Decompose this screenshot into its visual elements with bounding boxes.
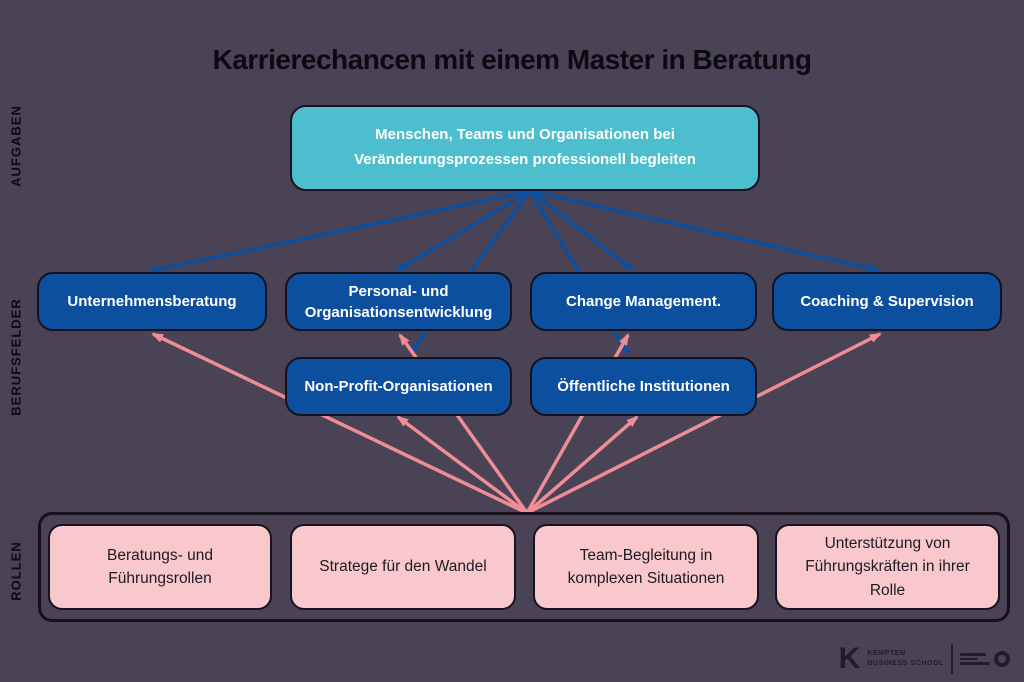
kempten-logo-text: KEMPTEN BUSINESS SCHOOL (867, 650, 944, 667)
pink-arrow (526, 332, 882, 515)
pink-arrow (151, 332, 528, 515)
partner-logo-textlines (960, 653, 990, 665)
role-box-label: Beratungs- und Führungsrollen (107, 546, 213, 587)
field-box-label: Öffentliche Institutionen (557, 378, 730, 395)
roles-frame (38, 512, 1010, 622)
role-box-label: Unterstützung von Führungskräften in ihr… (805, 535, 970, 599)
role-box-beratungs-fuehrungsrollen: Beratungs- und Führungsrollen (48, 524, 272, 610)
pink-arrow (525, 415, 639, 515)
field-box-oeffentliche-institutionen: Öffentliche Institutionen (530, 357, 757, 416)
logo-line2: BUSINESS SCHOOL (867, 659, 944, 667)
role-box-label: Team-Begleitung in komplexen Situationen (567, 546, 725, 587)
kempten-k-logo-icon: K (838, 642, 861, 675)
blue-arrow (396, 189, 531, 272)
field-box-non-profit-organisationen: Non-Profit-Organisationen (285, 357, 512, 416)
footer-logo: K KEMPTEN BUSINESS SCHOOL (839, 644, 1010, 674)
task-box-label: Menschen, Teams und Organisationen bei V… (354, 126, 696, 168)
logo-divider (951, 644, 953, 674)
field-box-personal-organisationsentwicklung: Personal- und Organisationsentwicklung (285, 272, 512, 331)
field-box-label: Coaching & Supervision (800, 293, 974, 310)
field-box-unternehmensberatung: Unternehmensberatung (37, 272, 267, 331)
page-title: Karrierechancen mit einem Master in Bera… (212, 44, 812, 75)
field-box-label: Change Management. (565, 293, 722, 310)
field-box-label: Unternehmensberatung (67, 293, 237, 310)
field-box-label: Non-Profit-Organisationen (304, 378, 493, 395)
field-box-change-management: Change Management. (530, 272, 757, 331)
partner-logo-ring-icon (994, 651, 1010, 667)
role-box-stratege-wandel: Stratege für den Wandel (290, 524, 516, 610)
partner-logo-icon (960, 651, 1010, 667)
role-box-team-begleitung: Team-Begleitung in komplexen Situationen (533, 524, 759, 610)
field-box-coaching-supervision: Coaching & Supervision (772, 272, 1002, 331)
role-box-label: Stratege für den Wandel (319, 558, 487, 576)
role-box-unterstuetzung-fuehrungskraefte: Unterstützung von Führungskräften in ihr… (775, 524, 1000, 610)
field-box-label: Personal- und Organisationsentwicklung (304, 282, 493, 321)
logo-line1: KEMPTEN (867, 650, 906, 658)
blue-arrow (529, 189, 880, 273)
blue-arrow (528, 189, 635, 272)
pink-arrow (396, 415, 529, 515)
task-box: Menschen, Teams und Organisationen bei V… (290, 105, 760, 191)
blue-arrow (148, 189, 531, 274)
